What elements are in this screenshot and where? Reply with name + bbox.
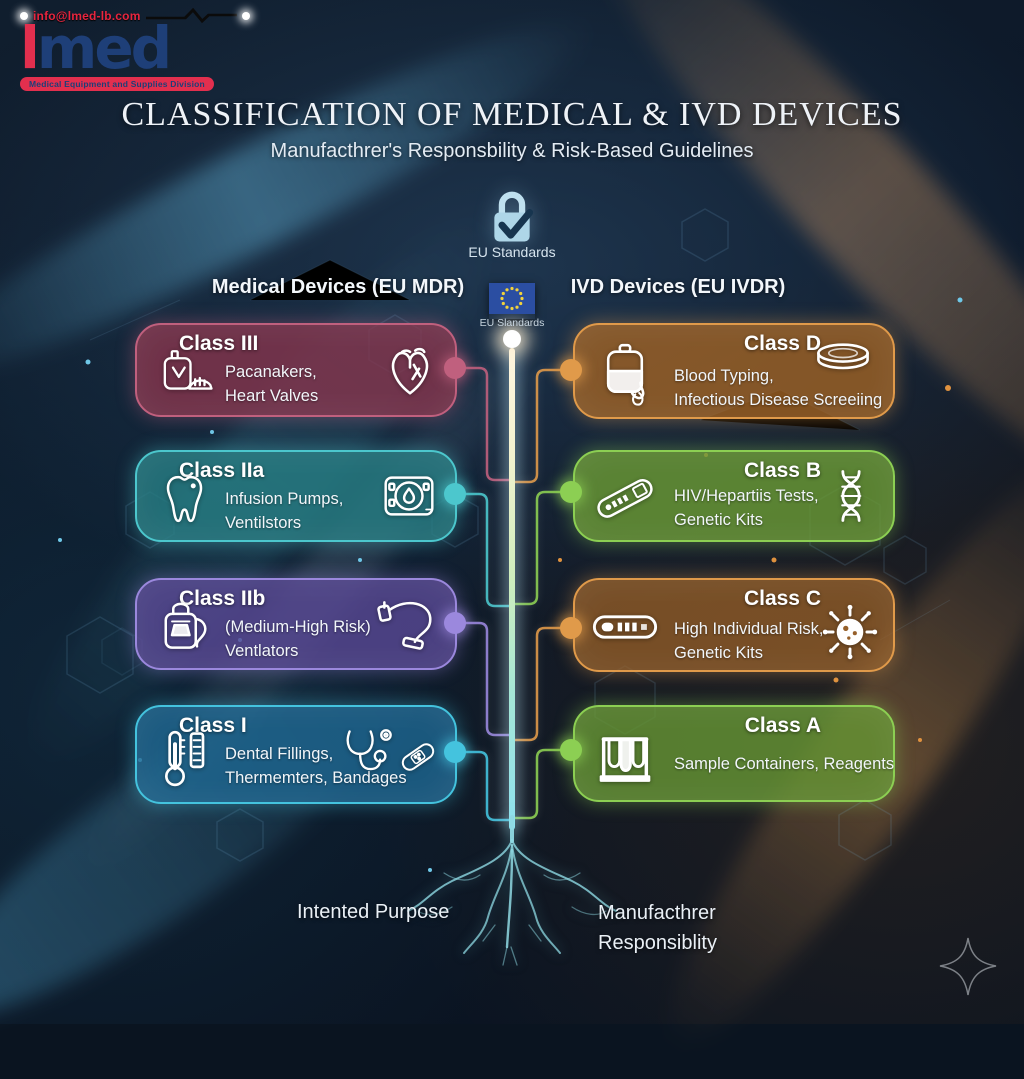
logo-letters-med: med (36, 14, 172, 82)
connector-dot (444, 741, 466, 763)
central-timeline (509, 348, 515, 830)
logo-email-row: info@lmed-lb.com (20, 8, 250, 24)
eu-flag-icon (489, 283, 535, 319)
card-line: (Medium-High Risk) (225, 618, 371, 636)
card-line: HIV/Hepartiis Tests, (674, 487, 819, 505)
class-c-card: Class C High Individual Risk, Genetic Ki… (573, 578, 895, 672)
card-line: Genetic Kits (674, 643, 763, 662)
card-description: High Individual Risk, Genetic Kits (674, 618, 823, 666)
class-iii-card: Class III Pacanakers, Heart Valves (135, 323, 457, 417)
test-strip-icon (589, 468, 661, 528)
test-tube-rack-icon (589, 724, 661, 788)
card-line: Pacanakers, (225, 363, 317, 381)
card-line: Sample Containers, Reagents (674, 755, 895, 773)
card-description: Blood Typing, Infectious Disease Screeii… (674, 365, 882, 413)
logo-tagline: Medical Equipment and Supplies Division (20, 77, 214, 92)
intended-purpose-label: Intented Purpose (297, 901, 450, 923)
card-line: High Individual Risk, (674, 620, 824, 638)
logo-letter-l: l (20, 14, 40, 82)
card-title: Class IIa (179, 459, 265, 482)
class-a-card: Class A Sample Containers, Reagents (573, 705, 895, 802)
eu-flag-label: EU Slandards (479, 317, 545, 329)
eu-standards-label: EU Standards (468, 244, 556, 260)
card-description: Pacanakers, Heart Valves (225, 361, 318, 409)
class-iib-card: Class IIb (Medium-High Risk) Ventlators (135, 578, 457, 670)
card-line: Dental Fillings, (225, 745, 334, 763)
manufacturer-responsibility-label: Manufacthrer Responsiblity (598, 898, 717, 958)
column-header-mdr: Medical Devices (EU MDR) (211, 276, 465, 298)
connector-dot (444, 357, 466, 379)
card-line: Ventilstors (225, 513, 302, 532)
thermometer-icon (151, 725, 223, 789)
connector-dot (560, 617, 582, 639)
card-description: (Medium-High Risk) Ventlators (225, 616, 371, 664)
glow-dot-icon (20, 12, 28, 20)
card-title: Class I (179, 714, 247, 737)
class-i-card: Class I Dental Fillings, Thermemters, Ba… (135, 705, 457, 804)
footer-line: Responsiblity (598, 932, 717, 954)
heart-icon (379, 338, 441, 402)
connector-dot (444, 612, 466, 634)
petri-dish-icon (807, 335, 879, 379)
glow-dot-icon (242, 12, 250, 20)
card-description: Infusion Pumps, Ventilstors (225, 488, 343, 536)
card-title: Class A (744, 714, 821, 737)
root-branches (407, 815, 617, 966)
card-line: Ventlators (225, 641, 299, 660)
logo-email: info@lmed-lb.com (33, 9, 141, 23)
page-title: CLASSIFICATION OF MEDICAL & IVD DEVICES (121, 96, 903, 133)
class-d-card: Class D Blood Typing, Infectious Disease… (573, 323, 895, 419)
tooth-icon (151, 468, 223, 528)
infusion-pump-icon (377, 469, 441, 523)
bandage-icon (401, 742, 435, 771)
card-line: Infectious Disease Screeiing (674, 390, 883, 409)
connector-dot (560, 359, 582, 381)
card-description: Dental Fillings, Thermemters, Bandages (225, 743, 407, 791)
virus-icon (821, 603, 879, 661)
class-iia-card: Class IIa Infusion Pumps, Ventilstors (135, 450, 457, 542)
medical-bag-icon (151, 596, 223, 656)
card-line: Thermemters, Bandages (225, 768, 407, 787)
card-title: Class IIb (179, 587, 266, 610)
lock-check-icon (494, 191, 534, 242)
pacemaker-icon (151, 344, 223, 400)
blood-bag-icon (589, 341, 661, 407)
page-subtitle: Manufacthrer's Responsbility & Risk-Base… (270, 140, 754, 162)
stethoscope-bandage-icon (339, 726, 441, 784)
card-line: Infusion Pumps, (225, 490, 344, 508)
eu-standards-lock (472, 186, 552, 249)
column-header-ivdr: IVD Devices (EU IVDR) (570, 276, 786, 298)
class-b-card: Class B HIV/Hepartiis Tests, Genetic Kit… (573, 450, 895, 542)
heartbeat-line-icon (145, 8, 237, 24)
connector-dot (560, 739, 582, 761)
footer-line: Manufacthrer (598, 902, 716, 924)
card-line: Blood Typing, (674, 367, 774, 385)
connector-dot (444, 483, 466, 505)
dna-icon (823, 464, 879, 528)
card-title: Class III (179, 332, 259, 355)
connector-dot (560, 481, 582, 503)
card-line: Genetic Kits (674, 510, 763, 529)
stethoscope-icon (346, 728, 392, 770)
test-cassette-icon (589, 602, 661, 652)
card-line: Heart Valves (225, 386, 319, 405)
card-description: HIV/Hepartiis Tests, Genetic Kits (674, 485, 819, 533)
central-glow-dot (503, 330, 521, 348)
lmed-logo: info@lmed-lb.com lmed Medical Equipment … (20, 8, 250, 92)
card-title: Class B (743, 459, 821, 482)
card-description: Sample Containers, Reagents (674, 753, 894, 777)
logo-wordmark: lmed (20, 19, 250, 77)
card-title: Class D (743, 332, 821, 355)
ventilator-tubing-icon (371, 596, 441, 652)
card-title: Class C (743, 587, 821, 610)
